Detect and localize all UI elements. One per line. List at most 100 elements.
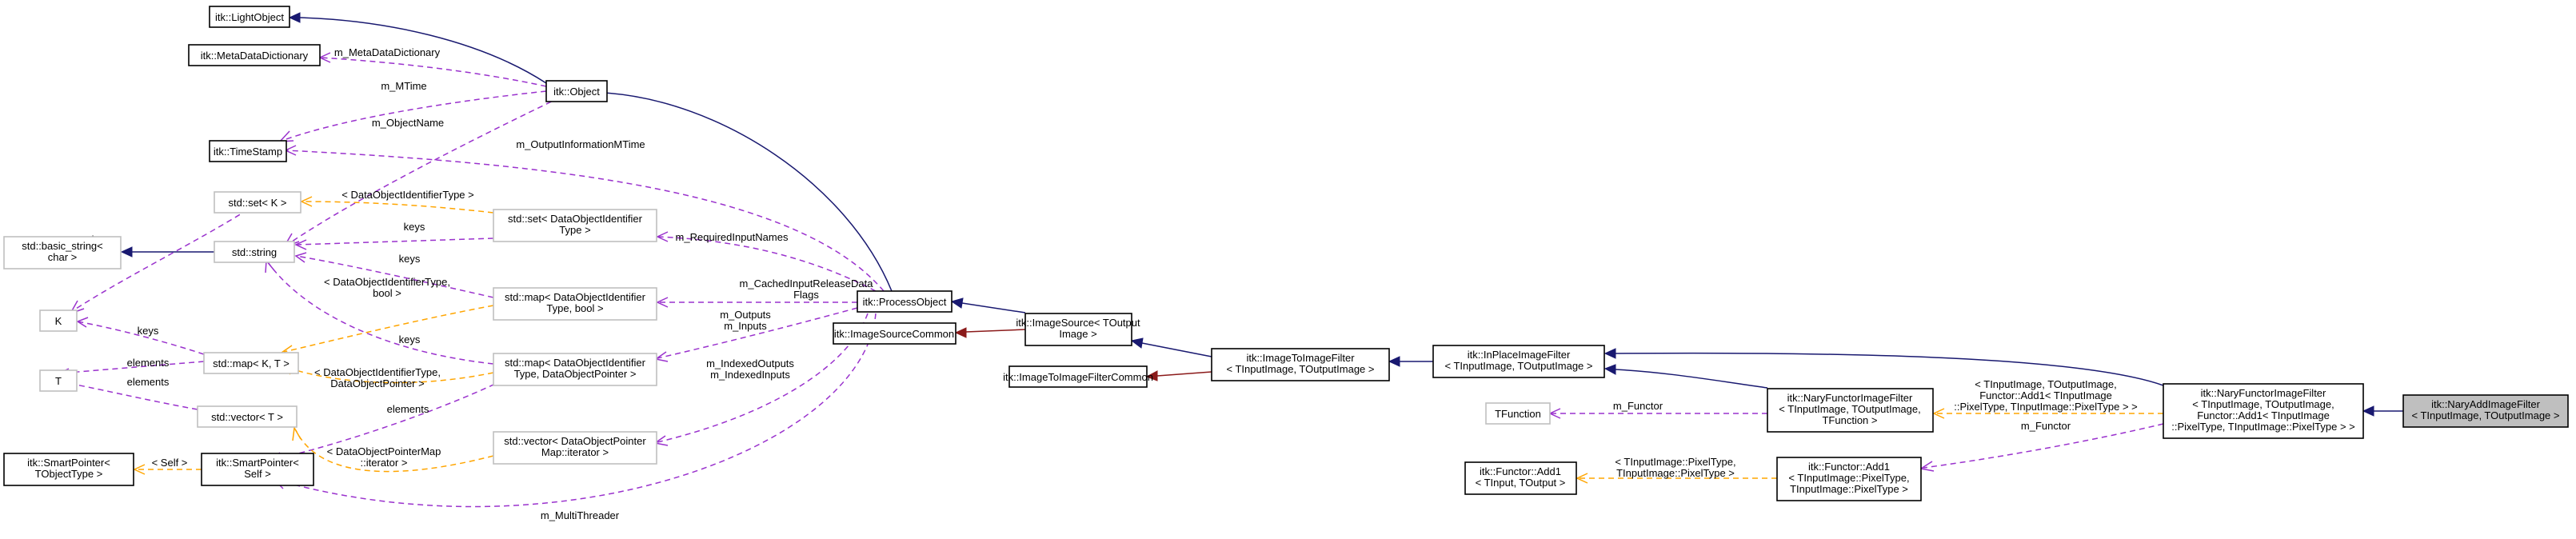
svg-text:itk::Object: itk::Object [553, 86, 600, 98]
text-line: Functor::Add1< TInputImage [1979, 389, 2112, 401]
text-line: < TInputImage, TOutputImage, [1779, 403, 1920, 415]
text-line: m_Functor [2021, 420, 2071, 432]
svg-text:TFunction: TFunction [1495, 408, 1541, 420]
node-std-map-k-t[interactable]: std::map< K, T > [203, 352, 299, 374]
text-line: TFunction > [1822, 414, 1877, 426]
svg-text:std::vector< T >: std::vector< T > [211, 411, 283, 423]
text-line: T [55, 375, 62, 387]
node-std-set-k[interactable]: std::set< K > [214, 191, 302, 214]
node-smartpointer-tobjecttype[interactable]: itk::SmartPointer<TObjectType > [3, 453, 134, 486]
node-itk-functor-add1-pixeltype[interactable]: itk::Functor::Add1< TInputImage::PixelTy… [1776, 457, 1922, 501]
svg-text:itk::NaryFunctorImageFilter< T: itk::NaryFunctorImageFilter< TInputImage… [2171, 387, 2355, 433]
text-line: < TInputImage, TOutputImage > [1444, 360, 1592, 372]
edge-imagesource-to-processobject [950, 297, 1026, 313]
node-itk-lightobject[interactable]: itk::LightObject [209, 6, 290, 28]
svg-text:std::map< DataObjectIdentifier: std::map< DataObjectIdentifierType, Data… [505, 357, 646, 380]
text-line: elements [387, 403, 429, 415]
node-itk-naryaddimagefilter[interactable]: itk::NaryAddImageFilter< TInputImage, TO… [2402, 394, 2569, 428]
edge-naryadd-to-naryfunctoradd1 [2362, 405, 2403, 417]
svg-text:std::vector< DataObjectPointer: std::vector< DataObjectPointerMap::itera… [504, 435, 646, 458]
text-line: < DataObjectIdentifierType > [341, 189, 473, 201]
text-line: std::set< K > [229, 197, 287, 209]
node-std-vector-t[interactable]: std::vector< T > [197, 405, 298, 428]
label-tmpl-map-pointer: < DataObjectIdentifierType,DataObjectPoi… [314, 366, 441, 389]
text-line: Type, bool > [546, 302, 603, 314]
svg-text:itk::LightObject: itk::LightObject [215, 11, 284, 23]
svg-text:itk::MetaDataDictionary: itk::MetaDataDictionary [201, 50, 309, 62]
svg-text:itk::NaryAddImageFilter< TInpu: itk::NaryAddImageFilter< TInputImage, TO… [2411, 398, 2559, 421]
text-line: < DataObjectPointerMap [327, 445, 441, 457]
text-line: TInputImage::PixelType > [1616, 467, 1735, 479]
svg-text:itk::NaryFunctorImageFilter< T: itk::NaryFunctorImageFilter< TInputImage… [1779, 392, 1920, 426]
text-line: itk::LightObject [215, 11, 284, 23]
text-line: itk::ImageToImageFilterCommon [1003, 371, 1153, 383]
node-itk-naryfunctorimagefilter-tfunction[interactable]: itk::NaryFunctorImageFilter< TInputImage… [1767, 388, 1934, 433]
label-keys-map-bool: keys [399, 253, 421, 265]
text-line: std::map< DataObjectIdentifier [505, 357, 646, 369]
node-itk-processobject[interactable]: itk::ProcessObject [857, 290, 953, 313]
text-line: m_MultiThreader [541, 509, 620, 521]
node-itk-imagesourcecommon[interactable]: itk::ImageSourceCommon [833, 322, 957, 345]
edge-imagesource-to-imagesourcecommon [954, 327, 1026, 338]
node-smartpointer-self[interactable]: itk::SmartPointer<Self > [201, 453, 314, 486]
text-line: ::PixelType, TInputImage::PixelType > > [1954, 401, 2138, 413]
text-line: std::string [232, 246, 277, 258]
text-line: keys [399, 253, 421, 265]
edge-processobject-to-mapbool [656, 297, 857, 308]
text-line: Image > [1059, 328, 1096, 340]
text-line: std::basic_string< [22, 240, 103, 252]
node-itk-naryfunctorimagefilter-add1[interactable]: itk::NaryFunctorImageFilter< TInputImage… [2163, 383, 2364, 439]
node-tfunction[interactable]: TFunction [1485, 402, 1551, 425]
edge-functoradd1pixel-to-functoradd1generic [1576, 473, 1777, 484]
text-line: K [55, 315, 62, 327]
node-std-string[interactable]: std::string [214, 241, 295, 263]
text-line: m_CachedInputReleaseData [740, 277, 874, 289]
edge-imagetoimage-to-imagetoimagecommon [1145, 370, 1212, 381]
text-line: std::vector< T > [211, 411, 283, 423]
edge-object-to-lightobject [288, 12, 547, 84]
node-itk-object[interactable]: itk::Object [545, 80, 608, 102]
svg-text:itk::Functor::Add1< TInput, TO: itk::Functor::Add1< TInput, TOutput > [1476, 465, 1566, 489]
node-t[interactable]: T [39, 369, 78, 392]
node-itk-timestamp[interactable]: itk::TimeStamp [209, 140, 287, 162]
svg-text:std::string: std::string [232, 246, 277, 258]
text-line: TObjectType > [35, 468, 103, 480]
node-itk-inplaceimagefilter[interactable]: itk::InPlaceImageFilter< TInputImage, TO… [1432, 345, 1605, 378]
node-itk-imagetoimagefilter[interactable]: itk::ImageToImageFilter< TInputImage, TO… [1211, 348, 1390, 381]
node-itk-functor-add1-generic[interactable]: itk::Functor::Add1< TInput, TOutput > [1464, 461, 1577, 495]
edge-mapbool-to-stdmapkt [280, 305, 494, 356]
text-line: m_ObjectName [372, 117, 444, 129]
label-tmpl-map-bool: < DataObjectIdentifierType,bool > [324, 276, 450, 299]
text-line: < TInputImage, TOutputImage, [1975, 378, 2116, 390]
text-line: itk::NaryAddImageFilter [2431, 398, 2540, 410]
edge-vectoriterator-to-stdvector [292, 425, 494, 473]
text-line: TInputImage::PixelType > [1790, 483, 1908, 495]
label-mtime: m_MTime [381, 80, 426, 92]
text-line: std::set< DataObjectIdentifier [508, 213, 643, 225]
node-std-basic-string[interactable]: std::basic_string<char > [3, 236, 122, 270]
text-line: m_MTime [381, 80, 426, 92]
text-line: DataObjectPointer > [330, 377, 424, 389]
edge-setdataobject-to-stdsetk [300, 196, 494, 214]
edge-mapbool-to-stdstring [294, 252, 494, 298]
text-line: TFunction [1495, 408, 1541, 420]
text-line: Flags [793, 289, 819, 301]
edge-naryfunctoradd1-to-naryfunctorgeneric [1932, 408, 2163, 419]
node-itk-imagetoimagefiltercommon[interactable]: itk::ImageToImageFilterCommon [1003, 365, 1153, 388]
svg-text:K: K [55, 315, 62, 327]
text-line: itk::Functor::Add1 [1480, 465, 1561, 477]
label-tmpl-add1-pixel: < TInputImage::PixelType,TInputImage::Pi… [1615, 456, 1735, 479]
text-line: itk::NaryFunctorImageFilter [2201, 387, 2326, 399]
edge-processobject-to-smartpointer [272, 313, 877, 508]
edge-smartpointerself-to-smartpointertobject [133, 464, 202, 475]
node-k[interactable]: K [39, 309, 78, 332]
node-itk-metadatadictionary[interactable]: itk::MetaDataDictionary [188, 44, 321, 66]
